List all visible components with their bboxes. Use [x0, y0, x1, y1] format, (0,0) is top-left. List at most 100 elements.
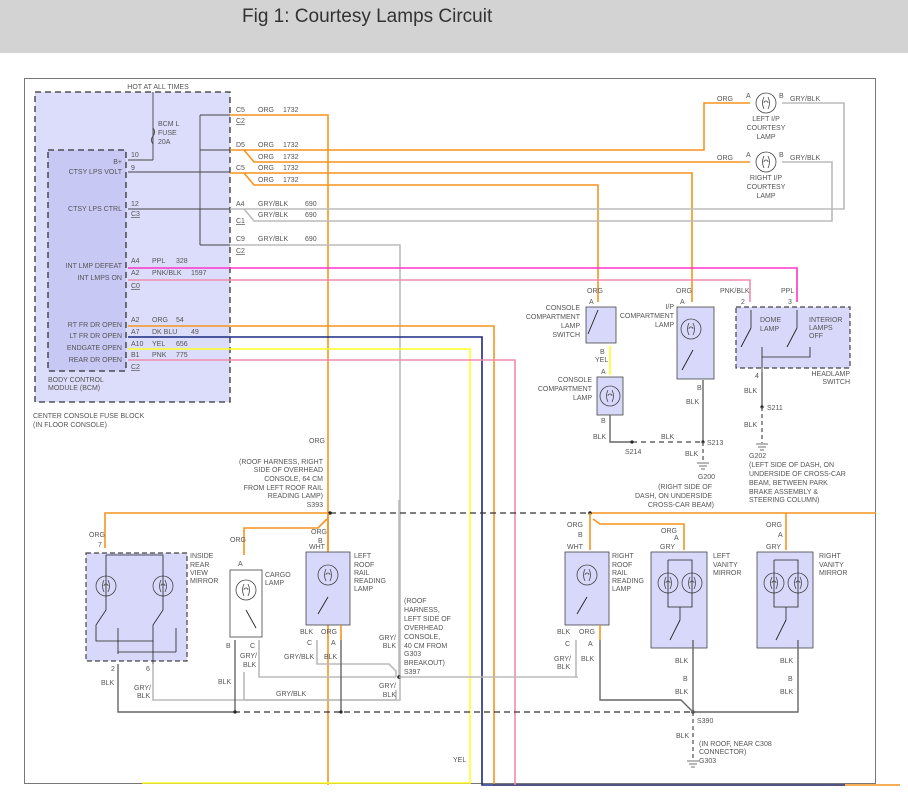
component-name: INSIDE [190, 553, 214, 560]
bcm-pin-label: LT FR DR OPEN [69, 333, 122, 340]
component-name: SWITCH [552, 332, 580, 339]
component-name: RAIL [612, 570, 628, 577]
wire-color-label: GRY/ [554, 656, 571, 663]
bcm-pin-number: A10 [131, 341, 144, 348]
console-compartment-lamp-switch: ORG A CONSOLE COMPARTMENT LAMP SWITCH B … [526, 288, 617, 375]
component-name: MIRROR [713, 570, 741, 577]
pin-label: B [697, 385, 702, 392]
connector-label: C2 [236, 118, 245, 125]
wire-color-label: BLK [676, 733, 690, 740]
wire-color-label: BLK [685, 451, 699, 458]
wire-color-label: ORG [258, 107, 274, 114]
circuit-number: 49 [191, 329, 199, 336]
wire-color-label: PNK/BLK [720, 288, 750, 295]
wire-color-label: GRY/BLK [258, 201, 289, 208]
component-name: COURTESY [747, 184, 786, 191]
wire-color-label: YEL [152, 341, 165, 348]
location-note: HARNESS, [404, 607, 440, 614]
circuit-number: 690 [305, 236, 317, 243]
wire-color-label: BLK [593, 434, 607, 441]
wire-color-label: BLK [243, 662, 257, 669]
wire-gry-blk-690 [243, 161, 833, 222]
bcm-pin-number: A2 [131, 317, 140, 324]
wire-color-label: BLK [557, 629, 571, 636]
bcm-pin-label: RT FR DR OPEN [68, 322, 122, 329]
pin-label: A [746, 152, 751, 159]
wire-color-label: BLK [383, 643, 397, 650]
pin-label: A [674, 535, 679, 542]
location-note: CONSOLE, 64 CM [264, 476, 323, 483]
wire-color-label: BLK [744, 388, 758, 395]
circuit-number: 54 [176, 317, 184, 324]
location-note: READING LAMP) [268, 493, 323, 500]
wire-color-label: ORG [258, 142, 274, 149]
component-name: I/P [665, 304, 674, 311]
location-note: (IN ROOF, NEAR C308 [699, 741, 772, 748]
switch-position-label: LAMP [760, 326, 779, 333]
pin-label: B [578, 532, 583, 539]
wire-color-label: PNK/BLK [152, 270, 182, 277]
right-roof-rail-reading-lamp: ORG B WHT RIGHT ROOF RAIL READING LAMP B… [554, 522, 694, 713]
wire-color-label: BLK [675, 658, 689, 665]
component-name: LAMP [612, 586, 631, 593]
component-name: LAMP [756, 134, 775, 141]
component-name: LAMP [655, 322, 674, 329]
connector-label: C0 [131, 283, 140, 290]
circuit-number: 1732 [283, 142, 299, 149]
connector-label: C2 [236, 248, 245, 255]
wire-color-label: BLK [581, 656, 595, 663]
component-name: LEFT [354, 553, 372, 560]
wire-color-label: ORG [676, 288, 692, 295]
pin-label: A [589, 299, 594, 306]
pin-label: C [307, 640, 312, 647]
body-control-module: BODY CONTROL MODULE (BCM) B+ 10 CTSY LPS… [47, 149, 144, 392]
inside-rear-view-mirror: ORG 7 INSIDE REAR VIEW MIRROR 2 6 BLK GR… [85, 532, 397, 713]
location-note: (LEFT SIDE OF DASH, ON [749, 462, 834, 469]
left-ip-courtesy-lamp: ORG A B GRY/BLK LEFT I/P COURTESY LAMP [717, 92, 821, 141]
bcm-pin-label: REAR DR OPEN [69, 357, 122, 364]
splice-s397: GRY/ BLK (ROOF HARNESS, LEFT SIDE OF OVE… [276, 500, 578, 699]
wire-color-label: BLK [675, 689, 689, 696]
wire-color-label: BLK [324, 654, 338, 661]
wire-color-label: PNK [152, 352, 167, 359]
wire-color-label: ORG [258, 177, 274, 184]
right-ip-courtesy-lamp: ORG A B GRY/BLK RIGHT I/P COURTESY LAMP [717, 151, 821, 200]
location-note: DASH, ON UNDERSIDE [635, 493, 712, 500]
pin-label: B [601, 418, 606, 425]
wire-color-label: BLK [661, 434, 675, 441]
circuit-number: 775 [176, 352, 188, 359]
pin-label: C5 [236, 165, 245, 172]
fuse-block-location: (IN FLOOR CONSOLE) [33, 422, 107, 429]
wire-color-label: GRY [766, 544, 781, 551]
wire-color-label: GRY/BLK [276, 691, 307, 698]
wire-color-label: ORG [587, 288, 603, 295]
right-vanity-mirror: ORG A GRY RIGHT VANITY MIRROR BLK B BLK [695, 522, 847, 713]
pin-label: C [565, 641, 570, 648]
location-note: BREAKOUT) [404, 660, 445, 667]
wire-pnk-775 [128, 359, 516, 785]
wire-color-label: BLK [137, 693, 151, 700]
location-note: CONSOLE, [404, 634, 440, 641]
wire-color-label: GRY/BLK [790, 96, 821, 103]
ip-compartment-lamp: ORG A I/P COMPARTMENT LAMP B BLK [620, 288, 715, 442]
location-note: CONNECTOR) [699, 749, 746, 756]
bcm-pin-label: B+ [113, 159, 122, 166]
console-compartment-lamp: A CONSOLE COMPARTMENT LAMP B BLK [538, 369, 632, 443]
ground-label: G303 [699, 758, 716, 765]
ground-icon [756, 443, 768, 451]
wire-color-label: BLK [300, 629, 314, 636]
component-name: CONSOLE [558, 377, 593, 384]
location-note: UNDERSIDE OF CROSS-CAR [749, 471, 846, 478]
component-name: LAMP [265, 580, 284, 587]
pin-label: B [788, 676, 793, 683]
wire-color-label: BLK [686, 399, 700, 406]
wire-color-label: BLK [557, 664, 571, 671]
internal-wiring [128, 114, 230, 246]
bcm-pin-number: B1 [131, 352, 140, 359]
wire-color-label: BLK [744, 422, 758, 429]
wire-org-1732 [230, 102, 750, 151]
circuit-number: 690 [305, 212, 317, 219]
hot-at-all-times-label: HOT AT ALL TIMES [127, 84, 189, 91]
wire-dk-blu-49 [128, 336, 845, 786]
component-name: HEADLAMP [811, 371, 850, 378]
